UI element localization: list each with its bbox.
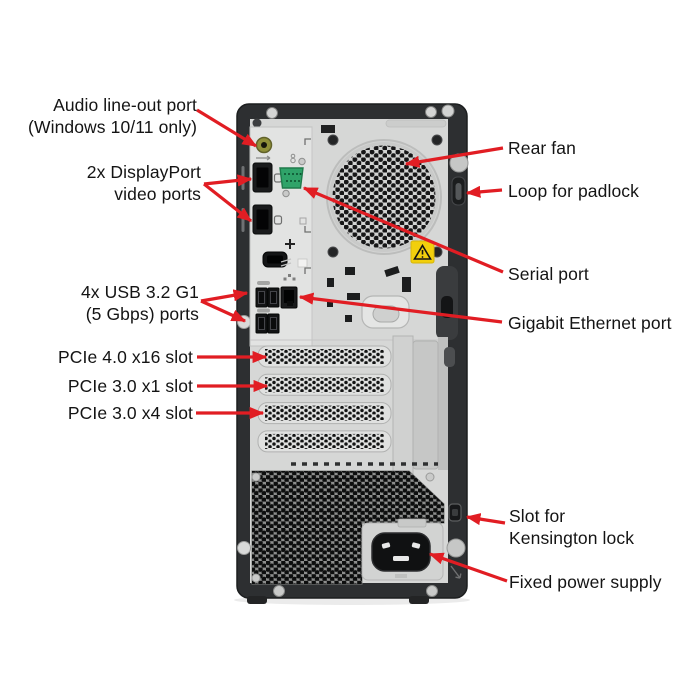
cable-recess	[436, 266, 458, 340]
tower-rear-view	[234, 103, 470, 605]
serial-screw-post	[298, 157, 306, 166]
usb-superspeed-icon	[257, 281, 270, 285]
usb-ports	[255, 281, 280, 334]
label-ethernet-port: Gigabit Ethernet port	[508, 312, 672, 334]
label-line: Kensington lock	[509, 528, 635, 548]
optional-port-knockout	[361, 295, 410, 329]
knockout	[321, 125, 335, 133]
serial-screw-post	[282, 189, 290, 198]
label-line: PCIe 3.0 x1 slot	[67, 376, 193, 396]
thumbscrew	[446, 538, 466, 558]
label-line: Audio line-out port	[53, 95, 197, 115]
label-line: 4x USB 3.2 G1	[80, 282, 199, 302]
engraved-groove	[385, 119, 447, 128]
label-pcie-x1: PCIe 3.0 x1 slot	[68, 375, 193, 397]
label-line: (Windows 10/11 only)	[28, 117, 197, 137]
usb-superspeed-icon	[257, 308, 270, 313]
power-pin	[411, 542, 421, 549]
arrow-power-supply	[428, 552, 508, 583]
frame-slit	[241, 166, 245, 190]
serial-pins	[284, 173, 302, 182]
label-kensington: Slot for Kensington lock	[509, 505, 634, 549]
fan-screw	[431, 134, 443, 146]
audio-line-out-port	[255, 136, 273, 161]
label-audio-line-out: Audio line-out port (Windows 10/11 only)	[28, 94, 197, 138]
label-line: PCIe 3.0 x4 slot	[67, 403, 193, 423]
panel-thumbscrew	[441, 104, 455, 118]
label-line: (5 Gbps) ports	[85, 304, 199, 324]
engraving	[395, 574, 407, 578]
label-line: 2x DisplayPort	[86, 162, 201, 182]
pcie-slot-3	[257, 402, 392, 425]
label-line: PCIe 4.0 x16 slot	[58, 347, 193, 367]
label-line: Rear fan	[508, 138, 576, 158]
ethernet-network-icon	[283, 274, 296, 281]
engraved-arrow-icon	[450, 565, 462, 579]
pcie-slot-covers	[257, 345, 392, 453]
fan-screw	[327, 134, 339, 146]
frame-slit	[241, 208, 245, 232]
screw	[266, 107, 278, 119]
label-padlock-loop: Loop for padlock	[508, 180, 639, 202]
label-line: video ports	[114, 184, 201, 204]
arrow-kensington	[465, 513, 506, 526]
screw	[252, 118, 262, 128]
pcie-slot-2	[257, 373, 392, 396]
screw	[425, 106, 437, 118]
displayport-2	[252, 204, 283, 235]
foot-right	[409, 596, 429, 604]
arrow-ethernet-port	[298, 292, 503, 324]
label-pcie-x16: PCIe 4.0 x16 slot	[58, 346, 193, 368]
power-inlet	[361, 518, 444, 581]
label-rear-fan: Rear fan	[508, 137, 576, 159]
screw	[273, 585, 285, 597]
foot-left	[247, 596, 267, 604]
engraving	[290, 157, 296, 164]
label-line: Serial port	[508, 264, 589, 284]
label-power-supply: Fixed power supply	[509, 571, 662, 593]
mini-label	[297, 258, 308, 268]
ethernet-port	[280, 274, 298, 309]
label-usb-ports: 4x USB 3.2 G1 (5 Gbps) ports	[81, 281, 199, 325]
panel-knockouts	[327, 266, 411, 322]
fan-screw	[327, 246, 339, 258]
label-line: Loop for padlock	[508, 181, 639, 201]
label-pcie-x4: PCIe 3.0 x4 slot	[68, 402, 193, 424]
label-displayport: 2x DisplayPort video ports	[87, 161, 201, 205]
label-serial-port: Serial port	[508, 263, 589, 285]
engraving	[280, 258, 292, 267]
arrow-rear-fan	[404, 146, 504, 168]
displayport-icon	[273, 215, 283, 225]
label-line: Gigabit Ethernet port	[508, 313, 672, 333]
kensington-slot	[448, 503, 462, 522]
arrow-displayport-1	[203, 174, 253, 187]
psu-vent	[251, 470, 445, 585]
screw	[237, 541, 251, 555]
arrow-padlock-loop	[465, 185, 503, 198]
arrow-audio-line-out	[196, 108, 258, 148]
slot-retention-bracket	[392, 335, 455, 475]
engraving	[299, 217, 307, 225]
audio-line-out-icon	[256, 155, 271, 161]
warning-label	[410, 240, 435, 264]
arrow-usb-row-2	[200, 299, 247, 323]
arrow-displayport-2	[203, 182, 253, 223]
arrow-serial-port	[302, 186, 504, 274]
hdmi-port	[262, 251, 288, 268]
plus-mark	[285, 239, 295, 249]
power-pin	[381, 542, 391, 549]
shield-corner-marks	[304, 138, 311, 274]
screw	[426, 585, 438, 597]
arrow-usb-row-1	[200, 289, 249, 303]
padlock-loop	[451, 176, 466, 206]
pcie-slot-4	[257, 430, 392, 453]
power-pin	[393, 556, 409, 561]
pcie-slot-1	[257, 345, 392, 368]
serial-port	[279, 153, 306, 198]
annotation-arrows	[196, 108, 508, 583]
label-line: Fixed power supply	[509, 572, 662, 592]
warning-triangle-icon	[413, 243, 432, 260]
label-line: Slot for	[509, 506, 566, 526]
